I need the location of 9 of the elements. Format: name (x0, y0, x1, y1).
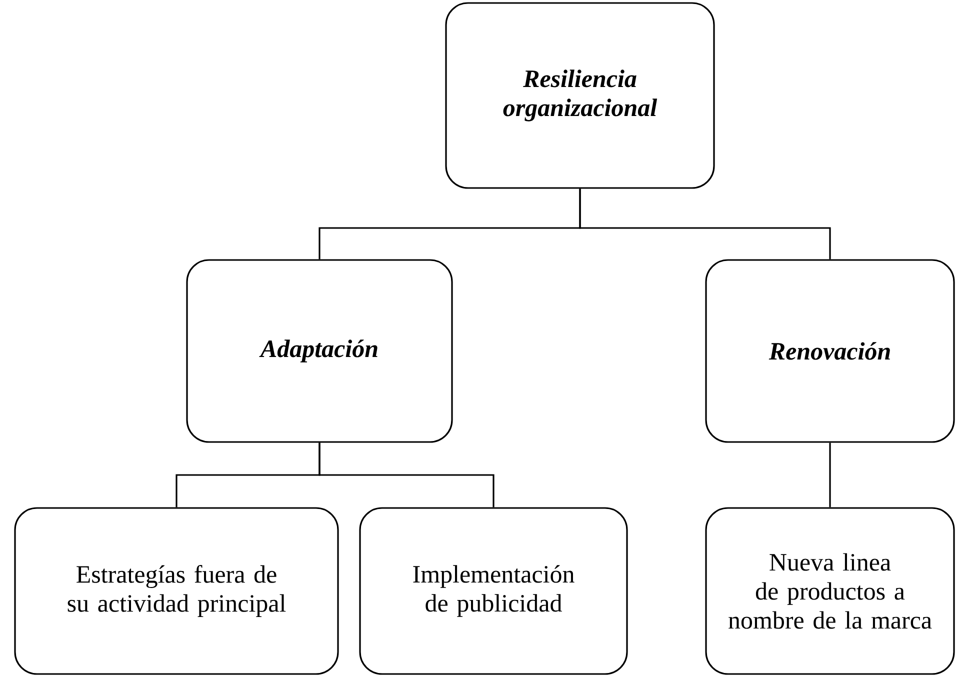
connector (579, 188, 831, 260)
item-box: Estrategías fuera de su actividad principal (14, 507, 339, 675)
category-box: Adaptación (186, 259, 453, 443)
item-box: Implementación de publicidad (359, 507, 628, 675)
connector (318, 442, 494, 508)
connector (829, 442, 831, 508)
category-box: Renovación (705, 259, 955, 443)
item-box: Nueva linea de productos a nombre de la marca (705, 507, 955, 675)
category-box: Resiliencia organizacional (445, 2, 715, 189)
